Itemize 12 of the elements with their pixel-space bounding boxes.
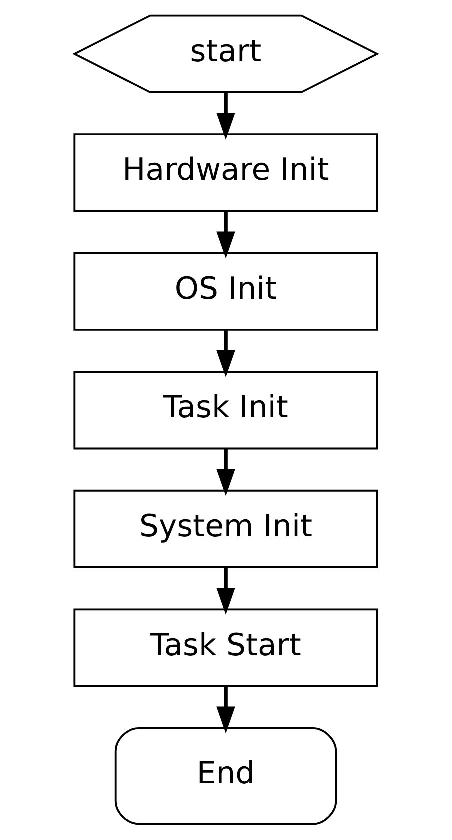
arrow	[216, 330, 236, 378]
arrow	[216, 93, 236, 140]
node-box: Hardware Init	[74, 134, 378, 212]
arrow	[216, 686, 236, 734]
node-box: End	[114, 727, 338, 826]
node-box: OS Init	[74, 252, 378, 331]
node-box: System Init	[74, 490, 378, 568]
arrow	[216, 212, 236, 259]
arrow	[216, 449, 236, 496]
node-box: Task Start	[74, 608, 378, 688]
arrow	[216, 568, 236, 615]
node-box: Task Init	[74, 371, 378, 450]
